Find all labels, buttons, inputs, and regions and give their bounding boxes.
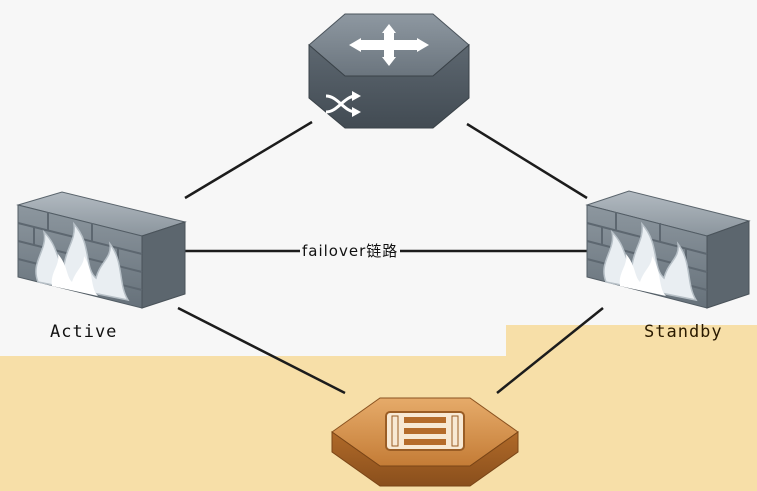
link-active-switch: [177, 306, 346, 395]
router-icon: [308, 13, 470, 129]
switch-icon: [331, 397, 519, 487]
link-router-active: [184, 120, 313, 200]
standby-label: Standby: [644, 322, 723, 342]
firewall-icon: [16, 191, 187, 309]
link-router-standby: [466, 122, 588, 200]
active-label: Active: [50, 322, 118, 342]
firewall-icon: [585, 190, 751, 309]
failover-link-label: failover链路: [300, 240, 401, 261]
link-standby-switch: [496, 307, 604, 394]
